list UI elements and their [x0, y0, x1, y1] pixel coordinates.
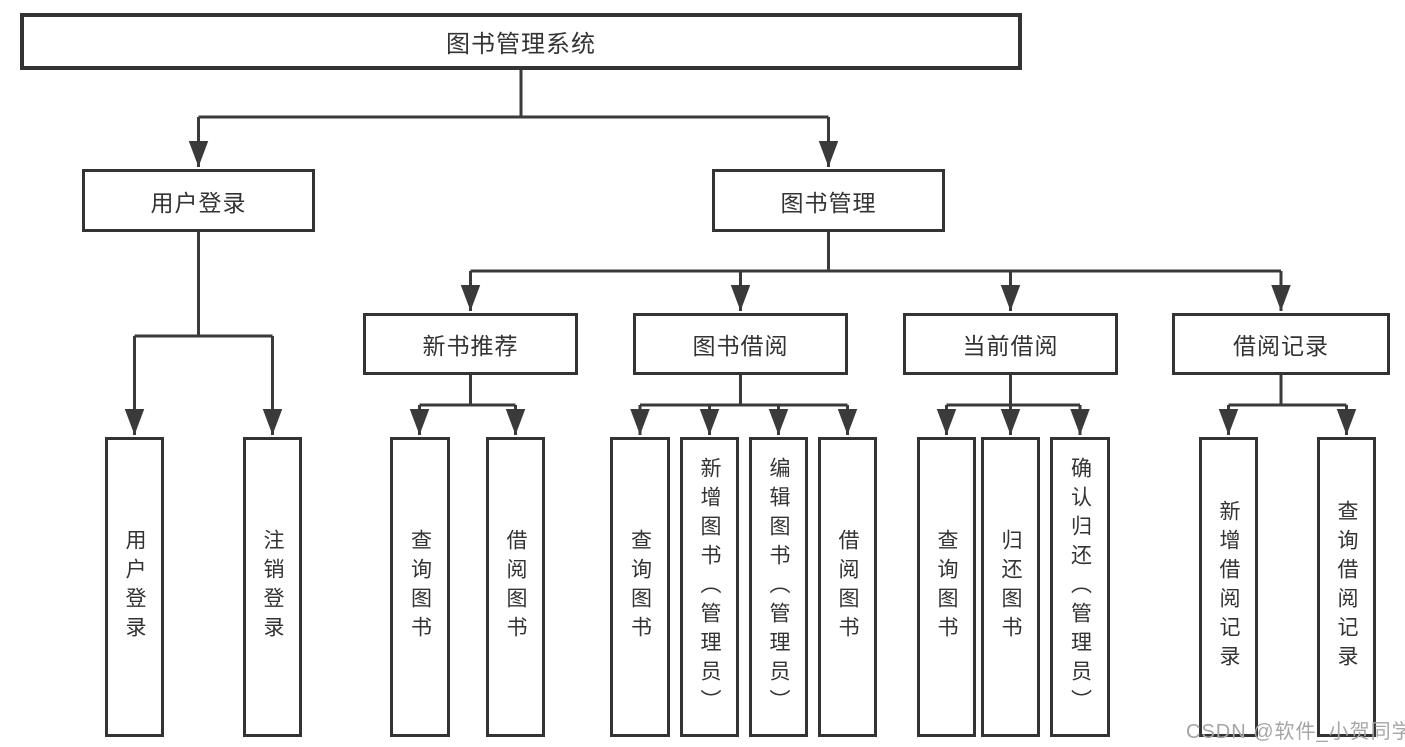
leaf-label: 确认归还（管理员） [1068, 456, 1092, 718]
connector-root [188, 70, 839, 167]
leaf-user-login: 用户登录 [105, 437, 164, 737]
leaf-label: 归还图书 [999, 529, 1022, 645]
leaf-current-query-books: 查询图书 [917, 437, 976, 737]
leaf-add-borrow-record: 新增借阅记录 [1199, 437, 1258, 737]
leaf-add-books-admin: 新增图书（管理员） [680, 437, 739, 737]
connector-borrow-records [1218, 375, 1357, 435]
leaf-edit-books-admin: 编辑图书（管理员） [749, 437, 808, 737]
connector-book-management [460, 232, 1291, 311]
leaf-borrowing-borrow-books: 借阅图书 [818, 437, 877, 737]
leaf-label: 查询借阅记录 [1335, 500, 1358, 674]
leaf-return-books: 归还图书 [981, 437, 1040, 737]
leaf-label: 编辑图书（管理员） [767, 456, 790, 718]
node-new-book-recommend: 新书推荐 [363, 313, 578, 375]
leaf-recommend-borrow-books: 借阅图书 [486, 437, 545, 737]
node-user-login: 用户登录 [82, 169, 315, 232]
node-borrow-records: 借阅记录 [1172, 313, 1390, 375]
leaf-label: 查询图书 [408, 529, 432, 645]
node-current-borrowing: 当前借阅 [903, 313, 1118, 375]
leaf-logout: 注销登录 [243, 437, 302, 737]
leaf-recommend-query-books: 查询图书 [390, 437, 450, 737]
leaf-confirm-return-admin: 确认归还（管理员） [1050, 437, 1110, 737]
leaf-label: 查询图书 [628, 529, 652, 645]
leaf-label: 新增借阅记录 [1217, 500, 1240, 674]
leaf-label: 借阅图书 [836, 529, 859, 645]
connector-new-book-recommend [409, 375, 526, 435]
connector-book-borrowing [630, 375, 858, 435]
csdn-watermark: CSDN @软件_小贺同学 [1186, 721, 1405, 743]
leaf-label: 借阅图书 [504, 529, 527, 645]
leaf-query-borrow-record: 查询借阅记录 [1317, 437, 1376, 737]
connector-current-borrowing [936, 375, 1090, 435]
connector-user-login [124, 232, 283, 435]
node-book-borrowing: 图书借阅 [633, 313, 848, 375]
node-book-management: 图书管理 [712, 169, 945, 232]
leaf-borrowing-query-books: 查询图书 [610, 437, 670, 737]
leaf-label: 新增图书（管理员） [698, 456, 721, 718]
node-library-system: 图书管理系统 [20, 13, 1022, 70]
leaf-label: 注销登录 [261, 529, 284, 645]
leaf-label: 查询图书 [935, 529, 958, 645]
leaf-label: 用户登录 [123, 529, 146, 645]
